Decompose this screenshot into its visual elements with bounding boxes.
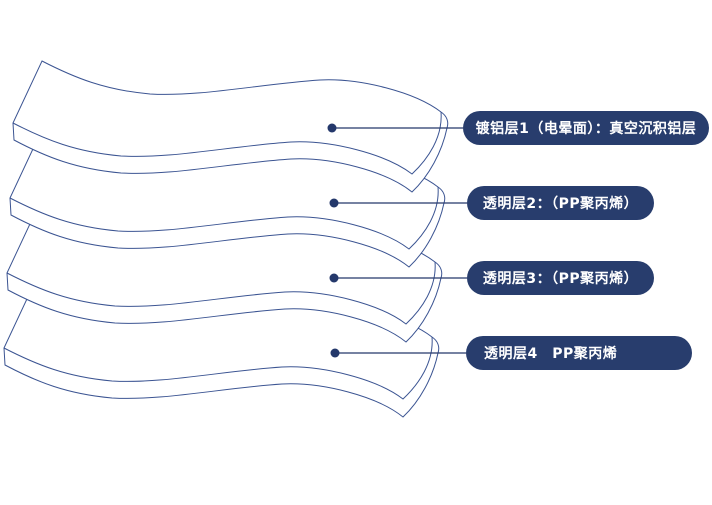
label-pill-3: 透明层3：（PP聚丙烯）	[467, 261, 654, 295]
label-pill-4: 透明层4 PP聚丙烯	[466, 336, 692, 370]
connector-dot-3	[329, 273, 339, 283]
connector-dot-1	[327, 123, 337, 133]
connector-dot-4	[330, 348, 340, 358]
label-text-4: 透明层4 PP聚丙烯	[484, 346, 618, 362]
connector-dot-2	[329, 198, 339, 208]
label-pill-2: 透明层2：（PP聚丙烯）	[467, 186, 654, 220]
label-text-1: 镀铝层1（电晕面）：真空沉积铝层	[475, 121, 697, 137]
callout-connectors	[327, 123, 467, 358]
label-text-2: 透明层2：（PP聚丙烯）	[482, 196, 639, 212]
label-text-3: 透明层3：（PP聚丙烯）	[482, 271, 639, 287]
label-pill-1: 镀铝层1（电晕面）：真空沉积铝层	[463, 111, 709, 145]
